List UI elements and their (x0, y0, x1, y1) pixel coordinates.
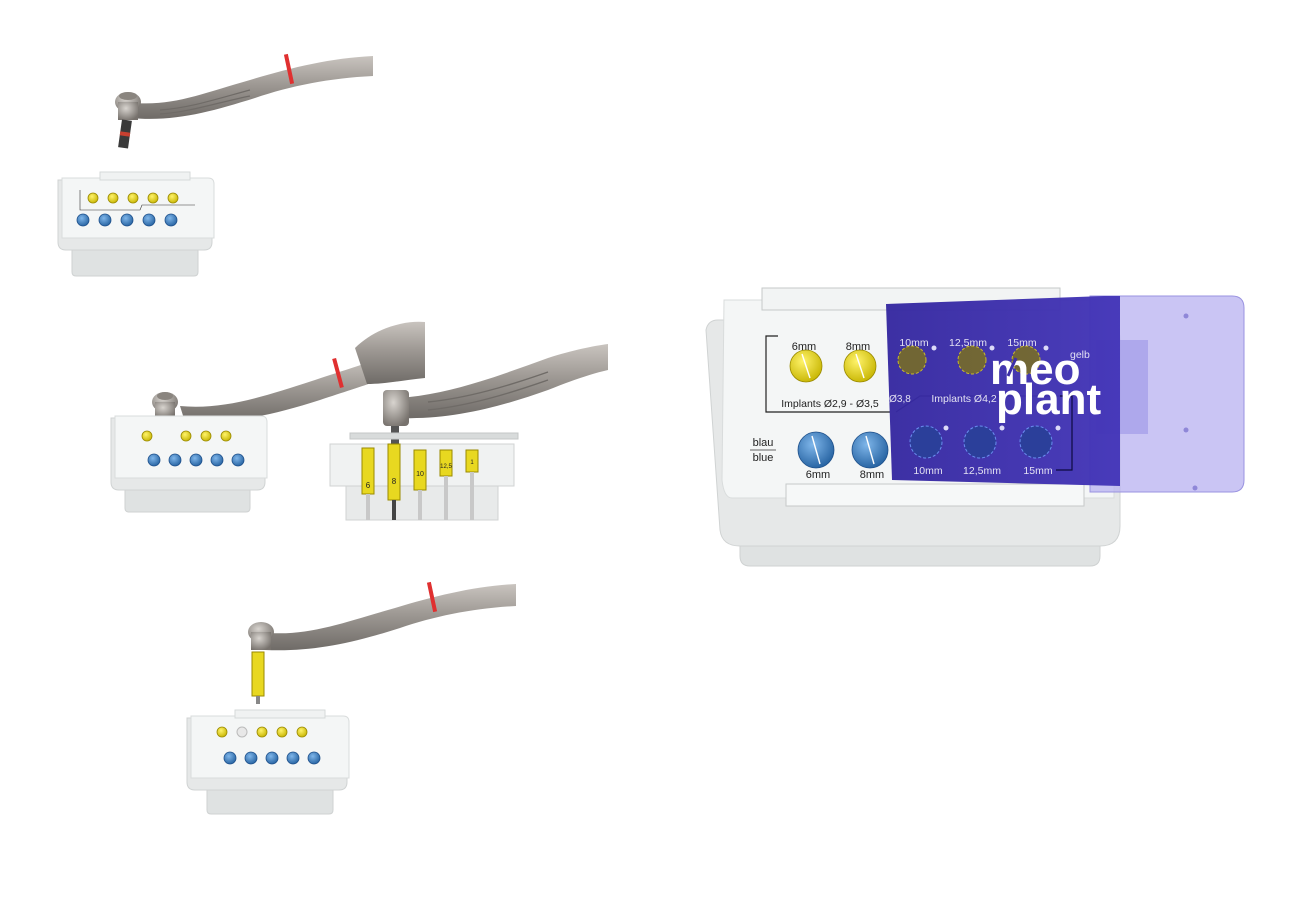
scene-3-tray-with-handpiece (186, 581, 516, 815)
drill-number-3: 10 (416, 471, 424, 478)
tray-3 (186, 709, 350, 815)
closeup-drill-insertion: 6 8 10 12,5 1 (329, 344, 608, 521)
main-tray-product: 6mm 8mm Implants Ø2,9 - Ø3,5 6mm 8mm bla… (705, 287, 1245, 567)
yellow-drill-row (789, 349, 877, 383)
closeup-drills (361, 443, 479, 520)
blue-label-6mm: 6mm (806, 469, 830, 481)
blue-drill-row (797, 431, 889, 469)
svg-text:meo: meo (990, 345, 1080, 394)
blue-label-15mm: 15mm (1023, 465, 1052, 477)
yellow-color-label-partial: gelb (1070, 349, 1090, 361)
blue-label-10mm: 10mm (913, 465, 942, 477)
blue-drill-row-1 (76, 213, 178, 227)
drill-number-1: 6 (366, 481, 371, 490)
drill-number-2: 8 (392, 477, 397, 486)
yellow-label-6mm: 6mm (792, 341, 816, 353)
yellow-label-8mm: 8mm (846, 341, 870, 353)
yellow-label-10mm: 10mm (899, 337, 928, 349)
scene-1-tray-with-handpiece (57, 53, 373, 277)
svg-text:plant: plant (996, 375, 1101, 424)
handpiece-3 (248, 581, 516, 704)
color-label-en: blue (753, 452, 774, 464)
handpiece-1 (115, 53, 373, 149)
tray-2 (110, 415, 268, 513)
handpiece-2 (152, 321, 425, 423)
drill-number-5: 1 (470, 460, 474, 466)
blue-label-8mm: 8mm (860, 469, 884, 481)
handpiece-closeup (383, 344, 608, 446)
meoplant-logo: meo plant (990, 345, 1101, 424)
color-label-de: blau (753, 437, 774, 449)
tray-1 (57, 171, 215, 277)
yellow-label-12-5mm: 12,5mm (949, 337, 987, 349)
implants-right-label: Implants Ø4,2 (931, 393, 997, 405)
sliding-lid[interactable] (886, 296, 1120, 486)
bottom-rail (785, 483, 1085, 507)
blue-label-12-5mm: 12,5mm (963, 465, 1001, 477)
implants-left-label: Implants Ø2,9 - Ø3,5 (781, 398, 879, 410)
scene-2-tray-with-handpiece (110, 321, 425, 513)
yellow-label-15mm: 15mm (1007, 337, 1036, 349)
tray-cross-section: 6 8 10 12,5 1 (329, 432, 519, 521)
yellow-drill-row-1 (87, 192, 179, 204)
drill-number-4: 12,5 (440, 464, 452, 470)
implants-mid-label: Ø3,8 (889, 394, 911, 405)
